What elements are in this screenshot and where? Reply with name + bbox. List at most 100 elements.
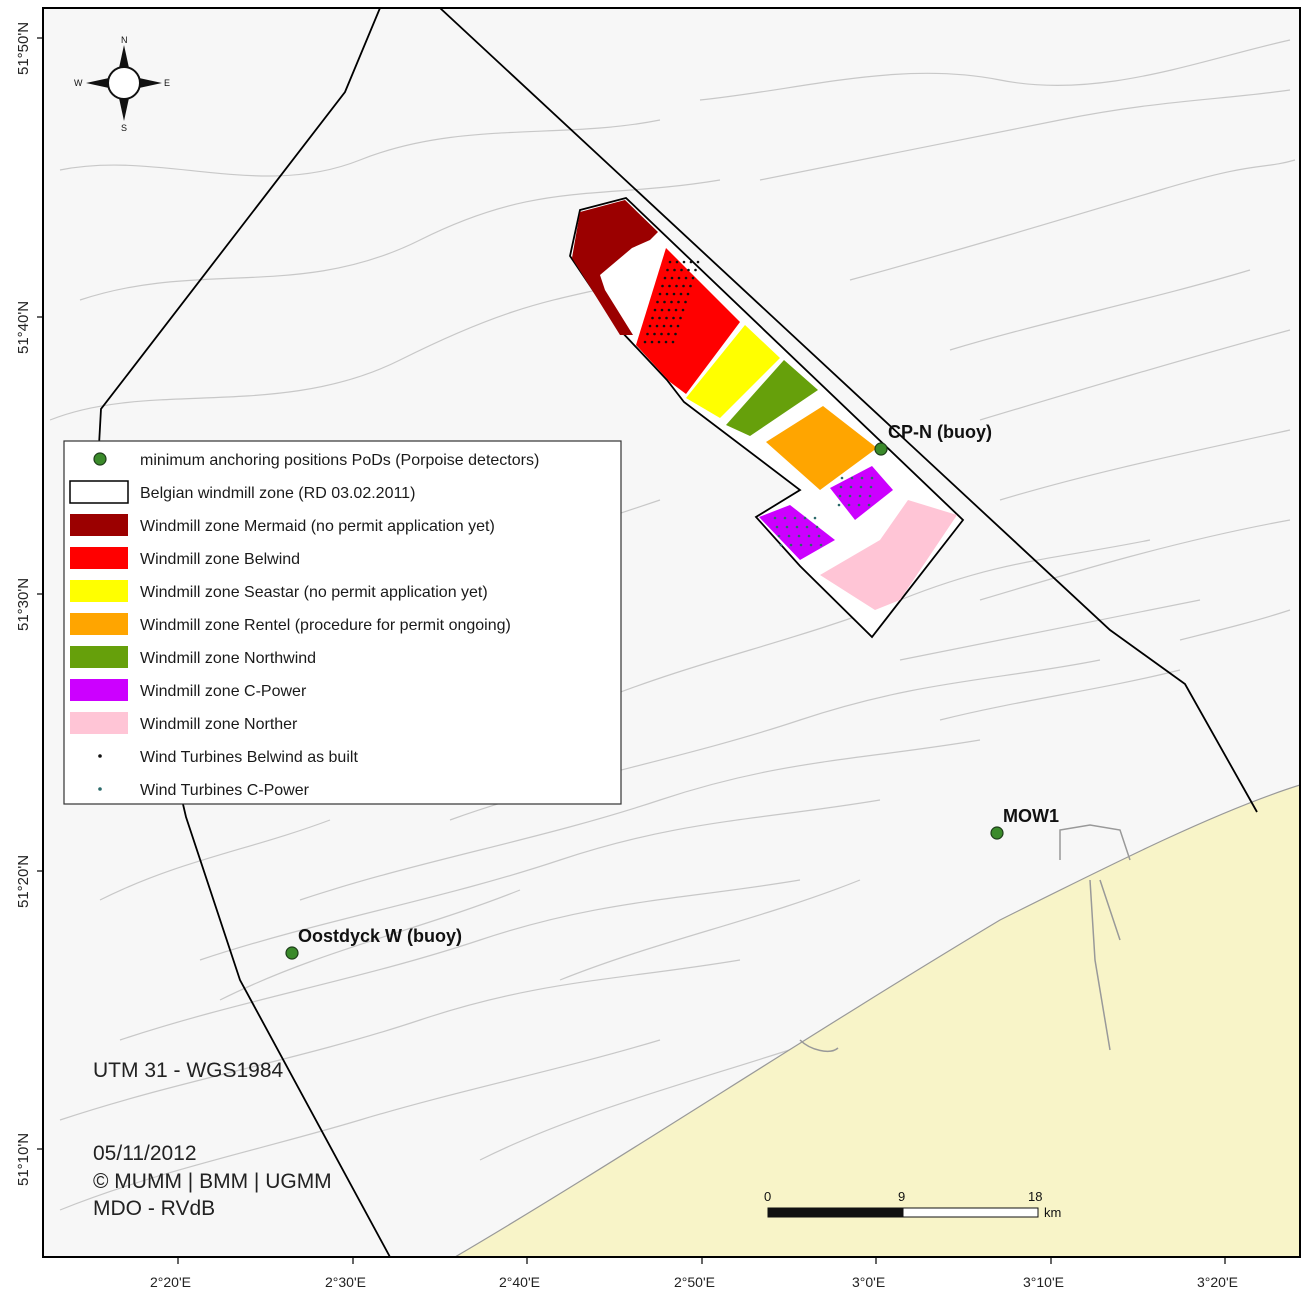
legend-label: Wind Turbines C-Power <box>140 782 310 799</box>
cpower-turbine <box>869 485 873 489</box>
cpower-turbine <box>783 516 787 520</box>
belwind-turbine <box>684 300 687 304</box>
belwind-turbine <box>667 308 671 312</box>
cpower-turbine <box>859 485 863 489</box>
map-date: 05/11/2012 <box>93 1142 197 1165</box>
projection-label: UTM 31 - WGS1984 <box>93 1059 284 1082</box>
legend-swatch <box>70 514 128 536</box>
belwind-turbine <box>660 332 663 336</box>
belwind-turbine <box>681 308 685 312</box>
legend-swatch <box>70 679 128 701</box>
lon-label-3-10: 3°10'E <box>1023 1274 1064 1290</box>
belwind-turbine <box>663 300 666 304</box>
map-legend: minimum anchoring positions PoDs (Porpoi… <box>63 440 622 805</box>
belwind-turbine <box>674 308 678 312</box>
cpower-turbine <box>860 476 864 480</box>
lon-label-2-20: 2°20'E <box>150 1274 191 1290</box>
zone-mermaid <box>572 200 658 335</box>
cpower-turbine <box>795 525 799 529</box>
belwind-turbine <box>667 332 670 336</box>
cpower-turbine <box>777 534 781 538</box>
belwind-turbine <box>658 292 662 296</box>
legend-label: minimum anchoring positions PoDs (Porpoi… <box>140 452 539 469</box>
eez-boundary-line <box>439 8 1258 813</box>
zone-c-power-b <box>830 466 893 520</box>
lon-label-3-0: 3°0'E <box>852 1274 885 1290</box>
belwind-turbine <box>646 332 649 336</box>
belwind-turbine <box>675 284 678 288</box>
cpower-turbine <box>858 494 862 498</box>
cpower-turbine <box>840 476 844 480</box>
belwind-turbine <box>671 340 675 344</box>
lon-label-3-20: 3°20'E <box>1197 1274 1238 1290</box>
site-label-cpn: CP-N (buoy) <box>888 422 992 442</box>
legend-symbol-dot <box>93 452 107 466</box>
belwind-turbine <box>677 276 681 280</box>
compass-rose-icon: N S E W <box>74 35 170 133</box>
belwind-turbine <box>665 316 668 320</box>
lat-label-51-50: 51°50'N <box>15 22 32 75</box>
legend-symbol-point <box>98 787 102 791</box>
cpower-turbine <box>797 534 801 538</box>
legend-label: Windmill zone Norther <box>140 716 298 733</box>
belwind-turbine <box>670 300 673 304</box>
cpower-turbine <box>779 543 783 547</box>
belwind-turbine <box>679 316 682 320</box>
belwind-turbine <box>689 284 692 288</box>
zone-norther <box>820 500 957 610</box>
scale-label-9: 9 <box>898 1189 905 1204</box>
site-label-mow1: MOW1 <box>1003 806 1059 826</box>
belwind-turbine <box>661 284 664 288</box>
belwind-turbine <box>658 316 661 320</box>
legend-swatch <box>70 580 128 602</box>
belwind-turbine <box>666 268 669 272</box>
cpower-turbine <box>839 485 843 489</box>
scale-label-0: 0 <box>764 1189 771 1204</box>
site-marker-oostdyck <box>285 946 299 960</box>
belwind-turbine <box>679 292 683 296</box>
compass-e: E <box>164 78 170 88</box>
belwind-turbine <box>686 292 690 296</box>
cpower-turbine <box>809 543 813 547</box>
zone-rentel <box>766 406 877 490</box>
lon-label-2-30: 2°30'E <box>325 1274 366 1290</box>
belwind-turbine <box>660 308 664 312</box>
cpower-turbine <box>867 503 871 507</box>
belwind-turbine <box>648 324 652 328</box>
belwind-turbine <box>665 292 669 296</box>
belwind-turbine <box>668 284 671 288</box>
belwind-turbine <box>670 276 674 280</box>
legend-label: Wind Turbines Belwind as built <box>140 749 358 766</box>
cpower-turbine <box>849 485 853 489</box>
belwind-turbine <box>672 316 675 320</box>
zone-northwind <box>726 360 818 436</box>
scale-unit: km <box>1044 1205 1061 1220</box>
belwind-turbine <box>653 332 656 336</box>
cpower-turbine <box>837 503 841 507</box>
scale-bar: 0 9 18 km <box>764 1189 1061 1220</box>
cpower-turbine <box>803 516 807 520</box>
cpower-turbine <box>789 543 793 547</box>
port-structures <box>799 824 1131 1052</box>
legend-label: Windmill zone C-Power <box>140 683 307 700</box>
map-frame <box>42 7 1301 1258</box>
belwind-turbine <box>650 340 654 344</box>
site-marker-cpn <box>874 442 888 456</box>
legend-swatch <box>70 613 128 635</box>
cpower-turbine-points <box>773 476 874 547</box>
cpower-turbine <box>817 534 821 538</box>
cpower-turbine <box>773 516 777 520</box>
cpower-turbine <box>868 494 872 498</box>
longitude-axis <box>177 1257 1226 1264</box>
cpower-turbine <box>775 525 779 529</box>
site-marker-mow1 <box>990 826 1004 840</box>
belwind-turbine <box>674 332 677 336</box>
belwind-turbine <box>684 276 688 280</box>
cpower-turbine <box>848 494 852 498</box>
belwind-turbine <box>673 268 676 272</box>
latitude-axis <box>37 37 43 1150</box>
legend-swatch <box>70 712 128 734</box>
cpower-turbine <box>870 476 874 480</box>
belwind-turbine <box>669 324 673 328</box>
belwind-turbine <box>672 292 676 296</box>
